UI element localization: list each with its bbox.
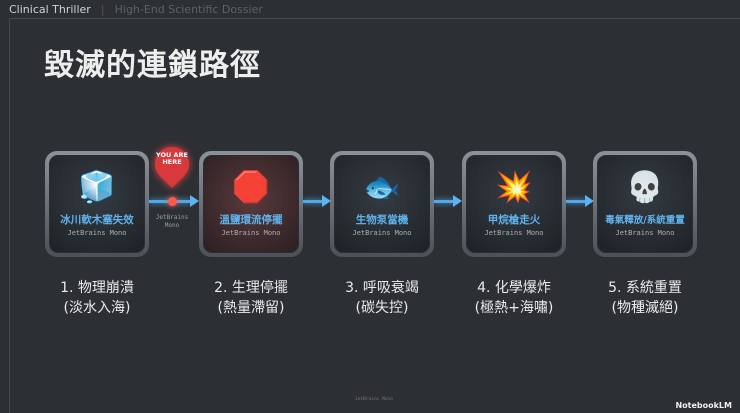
card-sub: JetBrains Mono	[221, 229, 281, 237]
step-3: 3. 呼吸衰竭 (碳失控)	[317, 278, 447, 318]
footer-text: JetBrains Mono	[355, 397, 393, 402]
step-title: 4. 化學爆炸	[477, 280, 551, 296]
step-title: 2. 生理停擺	[214, 280, 288, 296]
step-detail: (淡水入海)	[63, 300, 131, 316]
step-detail: (物種滅絕)	[611, 300, 679, 316]
card-label: 甲烷槍走火	[487, 214, 541, 226]
divider: |	[100, 2, 105, 16]
header-subtitle: High-End Scientific Dossier	[114, 2, 263, 16]
card-2: 🛑 溫鹽環流停擺 JetBrains Mono	[199, 151, 303, 257]
card-3: 🐟 生物泵當機 JetBrains Mono	[330, 151, 434, 257]
ice-cube-icon: 🧊	[78, 170, 116, 205]
step-title: 1. 物理崩潰	[60, 280, 134, 296]
step-4: 4. 化學爆炸 (極熱+海嘯)	[449, 278, 579, 318]
step-5: 5. 系統重置 (物種滅絕)	[580, 278, 710, 318]
step-detail: (極熱+海嘯)	[474, 300, 554, 316]
notebooklm-logo: NotebookLM	[675, 401, 732, 410]
card-sub: JetBrains Mono	[615, 229, 675, 237]
card-sub: JetBrains Mono	[67, 229, 127, 237]
card-sub: JetBrains Mono	[484, 229, 544, 237]
card-5: 💀 毒氣釋放/系統重置 JetBrains Mono	[593, 151, 697, 257]
step-title: 3. 呼吸衰竭	[345, 280, 419, 296]
top-bar: Clinical Thriller | High-End Scientific …	[0, 0, 740, 18]
card-label: 溫鹽環流停擺	[219, 214, 283, 226]
step-1: 1. 物理崩潰 (淡水入海)	[32, 278, 162, 318]
skull-icon: 💀	[626, 170, 664, 205]
card-label: 生物泵當機	[355, 214, 409, 226]
card-label: 冰川軟木塞失效	[60, 214, 134, 226]
card-sub: JetBrains Mono	[352, 229, 412, 237]
fish-icon: 🐟	[363, 170, 401, 205]
card-1: 🧊 冰川軟木塞失效 JetBrains Mono	[45, 151, 149, 257]
step-detail: (碳失控)	[355, 300, 409, 316]
position-dot	[168, 197, 177, 206]
stop-sign-icon: 🛑	[232, 170, 270, 205]
card-label: 毒氣釋放/系統重置	[605, 215, 685, 226]
card-4: 💥 甲烷槍走火 JetBrains Mono	[462, 151, 566, 257]
explosion-icon: 💥	[495, 170, 533, 205]
arrow-icon	[434, 195, 462, 207]
step-2: 2. 生理停擺 (熱量滯留)	[186, 278, 316, 318]
header-title: Clinical Thriller	[9, 2, 91, 16]
arrow-icon	[303, 195, 331, 207]
slide-frame	[9, 18, 740, 413]
you-are-here-label: YOU ARE HERE	[155, 151, 189, 166]
page-title: 毀滅的連鎖路徑	[44, 48, 261, 83]
step-title: 5. 系統重置	[608, 280, 682, 296]
step-detail: (熱量滯留)	[217, 300, 285, 316]
marker-sub: JetBrains Mono	[155, 214, 189, 229]
arrow-icon	[566, 195, 594, 207]
